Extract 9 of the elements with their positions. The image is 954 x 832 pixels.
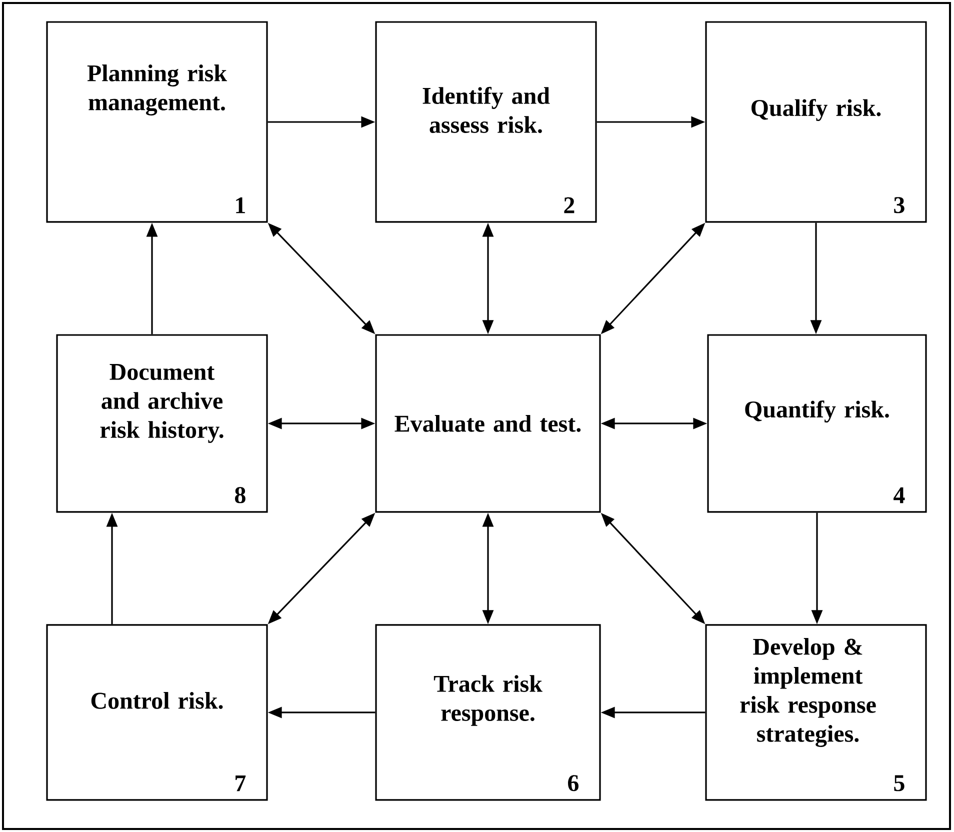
- process-box: Planning risk management. 1: [46, 21, 268, 223]
- process-box: Quantify risk. 4: [707, 334, 927, 513]
- process-box: Evaluate and test.: [375, 334, 601, 513]
- process-box: Develop & implement risk response strategies. 5: [705, 624, 927, 801]
- process-box: Control risk. 7: [46, 624, 268, 801]
- process-box: Document and archive risk history. 8: [56, 334, 268, 513]
- process-box: Identify and assess risk. 2: [375, 21, 597, 223]
- process-box: Qualify risk. 3: [705, 21, 927, 223]
- process-box: Track risk response. 6: [375, 624, 601, 801]
